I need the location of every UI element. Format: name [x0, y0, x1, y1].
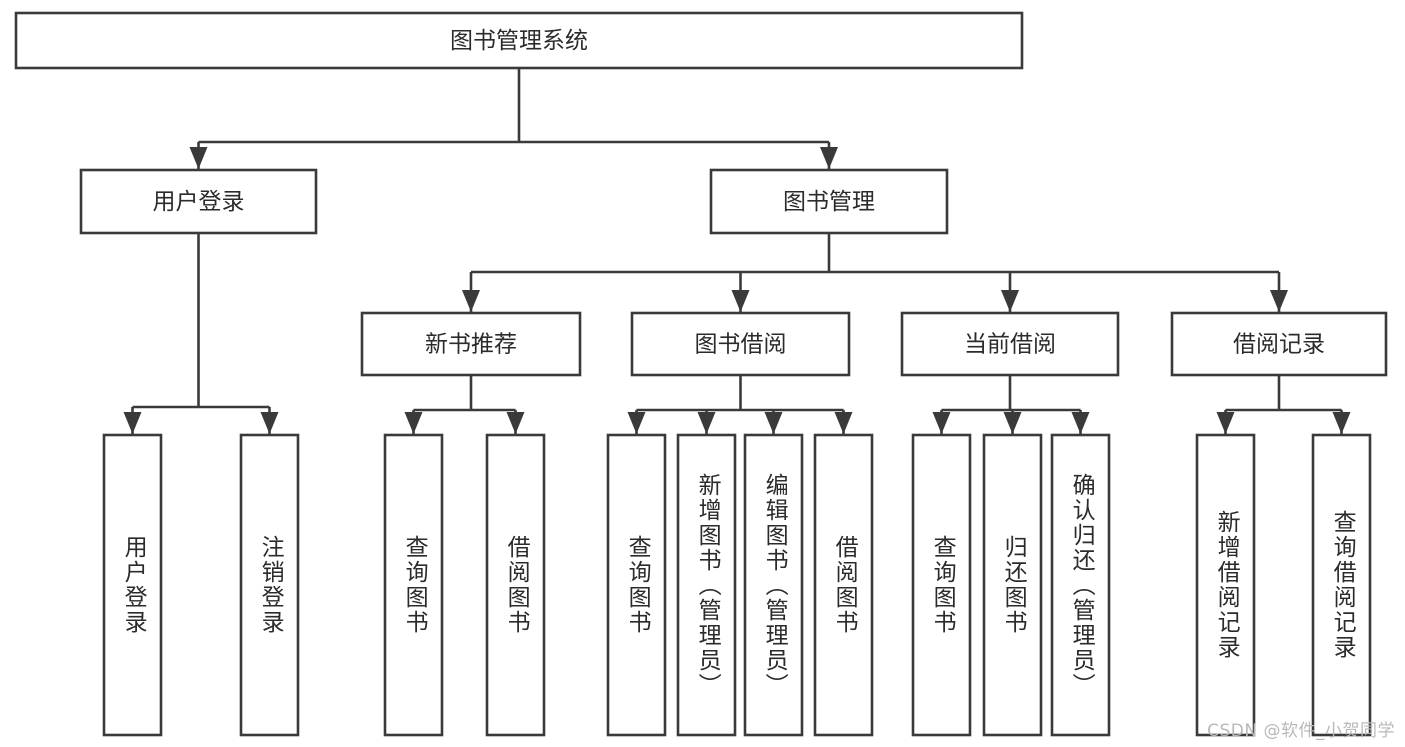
arrow-head-icon — [1003, 412, 1022, 434]
leaf-node-3[interactable] — [485, 433, 546, 737]
leaf-node-2[interactable] — [383, 433, 444, 737]
arrow-head-icon — [462, 290, 480, 312]
arrow-head-icon — [627, 412, 646, 434]
arrow-head-icon — [834, 412, 853, 434]
arrow-head-icon — [260, 412, 279, 434]
leaf-node-5[interactable] — [676, 433, 737, 737]
arrow-head-icon — [820, 147, 838, 169]
node-level3-label-0: 新书推荐 — [425, 332, 517, 358]
node-level3-3[interactable] — [1170, 311, 1388, 377]
leaf-node-10[interactable] — [1050, 433, 1111, 737]
node-layer — [14, 11, 1388, 737]
node-root[interactable] — [14, 11, 1024, 70]
arrow-head-icon — [932, 412, 951, 434]
connector-layer — [123, 68, 1351, 434]
node-level3-1[interactable] — [630, 311, 851, 377]
arrow-head-icon — [731, 290, 750, 312]
leaf-node-11[interactable] — [1195, 433, 1256, 737]
node-level3-label-2: 当前借阅 — [964, 332, 1056, 358]
leaf-node-0[interactable] — [102, 433, 163, 737]
leaf-node-12[interactable] — [1311, 433, 1372, 737]
node-level2-label-1: 图书管理 — [783, 189, 875, 215]
leaf-node-9[interactable] — [982, 433, 1043, 737]
node-level2-0[interactable] — [79, 168, 318, 235]
leaf-node-4[interactable] — [606, 433, 667, 737]
leaf-node-6[interactable] — [743, 433, 804, 737]
node-level3-label-3: 借阅记录 — [1233, 332, 1325, 358]
node-root-label: 图书管理系统 — [450, 28, 588, 54]
node-level3-2[interactable] — [900, 311, 1120, 377]
arrow-head-icon — [1270, 290, 1288, 312]
arrow-head-icon — [1071, 412, 1090, 434]
leaf-node-1[interactable] — [239, 433, 300, 737]
node-level2-label-0: 用户登录 — [153, 189, 245, 215]
arrow-head-icon — [123, 412, 142, 434]
arrow-head-icon — [1001, 290, 1019, 312]
arrow-head-icon — [697, 412, 716, 434]
arrow-head-icon — [764, 412, 783, 434]
node-level2-1[interactable] — [709, 168, 949, 235]
node-level3-label-1: 图书借阅 — [695, 332, 787, 358]
arrow-head-icon — [189, 147, 208, 169]
arrow-head-icon — [506, 412, 525, 434]
arrow-head-icon — [1216, 412, 1235, 434]
leaf-node-7[interactable] — [813, 433, 874, 737]
leaf-node-8[interactable] — [911, 433, 972, 737]
arrow-head-icon — [1332, 412, 1351, 434]
arrow-head-icon — [404, 412, 423, 434]
watermark: CSDN @软件_小贺同学 — [1207, 721, 1395, 741]
node-level3-0[interactable] — [360, 311, 582, 377]
